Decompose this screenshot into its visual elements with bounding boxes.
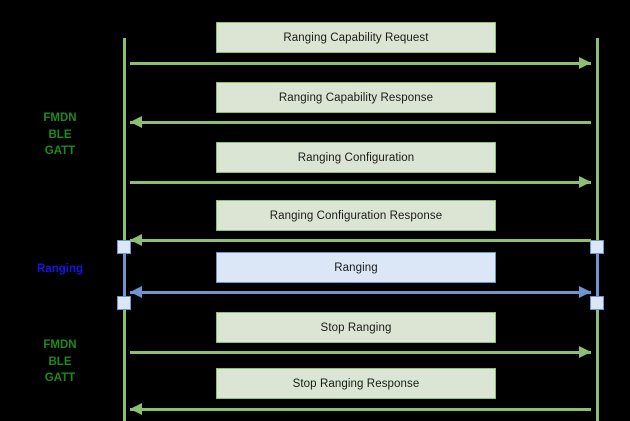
msg-ranging-configuration-response-box[interactable]: Ranging Configuration Response — [216, 200, 496, 231]
activation-right-top — [590, 240, 604, 254]
left-lifeline — [122, 38, 126, 421]
phase-fmdn-bottom-line: FMDN — [43, 339, 77, 351]
msg-stop-ranging-response-arrow-line — [130, 407, 591, 411]
activation-right-bottom — [590, 296, 604, 310]
phase-fmdn-top-line: GATT — [44, 145, 76, 158]
msg-stop-ranging-label: Stop Ranging — [320, 321, 392, 334]
right-lifeline — [595, 38, 599, 421]
msg-stop-ranging-box[interactable]: Stop Ranging — [216, 312, 496, 343]
msg-ranging-arrow-line — [130, 290, 591, 294]
activation-left-top — [117, 240, 131, 254]
msg-ranging-label: Ranging — [334, 261, 378, 274]
phase-fmdn-bottom: FMDN BLE GATT — [20, 337, 100, 387]
msg-stop-ranging-response-arrowhead-left — [130, 403, 142, 415]
msg-ranging-arrowhead-right — [579, 286, 591, 298]
msg-stop-ranging-arrow-line — [130, 350, 591, 354]
msg-stop-ranging-arrowhead-right — [579, 346, 591, 358]
phase-ranging-line: Ranging — [37, 263, 83, 275]
msg-ranging-box[interactable]: Ranging — [216, 252, 496, 283]
msg-ranging-configuration-label: Ranging Configuration — [297, 151, 415, 164]
phase-ranging: Ranging — [20, 261, 100, 278]
right-lifeline-active-segment — [595, 247, 599, 303]
msg-ranging-configuration-response-label: Ranging Configuration Response — [269, 209, 443, 222]
msg-ranging-capability-response-label: Ranging Capability Response — [278, 91, 434, 104]
msg-stop-ranging-response-box[interactable]: Stop Ranging Response — [216, 368, 496, 399]
msg-ranging-configuration-arrowhead-right — [579, 176, 591, 188]
phase-fmdn-top-line: BLE — [48, 128, 72, 141]
msg-ranging-capability-request-arrow-line — [130, 61, 591, 65]
phase-fmdn-top: FMDN BLE GATT — [20, 110, 100, 160]
msg-ranging-configuration-arrow-line — [130, 180, 591, 184]
msg-ranging-capability-response-arrowhead-left — [130, 116, 142, 128]
msg-ranging-configuration-box[interactable]: Ranging Configuration — [216, 142, 496, 173]
msg-ranging-configuration-response-arrowhead-left — [130, 234, 142, 246]
msg-ranging-arrowhead-left — [130, 286, 142, 298]
phase-fmdn-bottom-line: GATT — [44, 372, 76, 385]
msg-ranging-configuration-response-arrow-line — [130, 238, 591, 242]
activation-left-bottom — [117, 296, 131, 310]
msg-ranging-capability-response-box[interactable]: Ranging Capability Response — [216, 82, 496, 113]
msg-ranging-capability-response-arrow-line — [130, 120, 591, 124]
msg-ranging-capability-request-label: Ranging Capability Request — [283, 31, 429, 44]
msg-stop-ranging-response-label: Stop Ranging Response — [292, 377, 420, 390]
left-lifeline-active-segment — [122, 247, 126, 303]
msg-ranging-capability-request-box[interactable]: Ranging Capability Request — [216, 22, 496, 53]
phase-fmdn-bottom-line: BLE — [48, 355, 72, 368]
msg-ranging-capability-request-arrowhead-right — [579, 57, 591, 69]
phase-fmdn-top-line: FMDN — [43, 112, 77, 124]
